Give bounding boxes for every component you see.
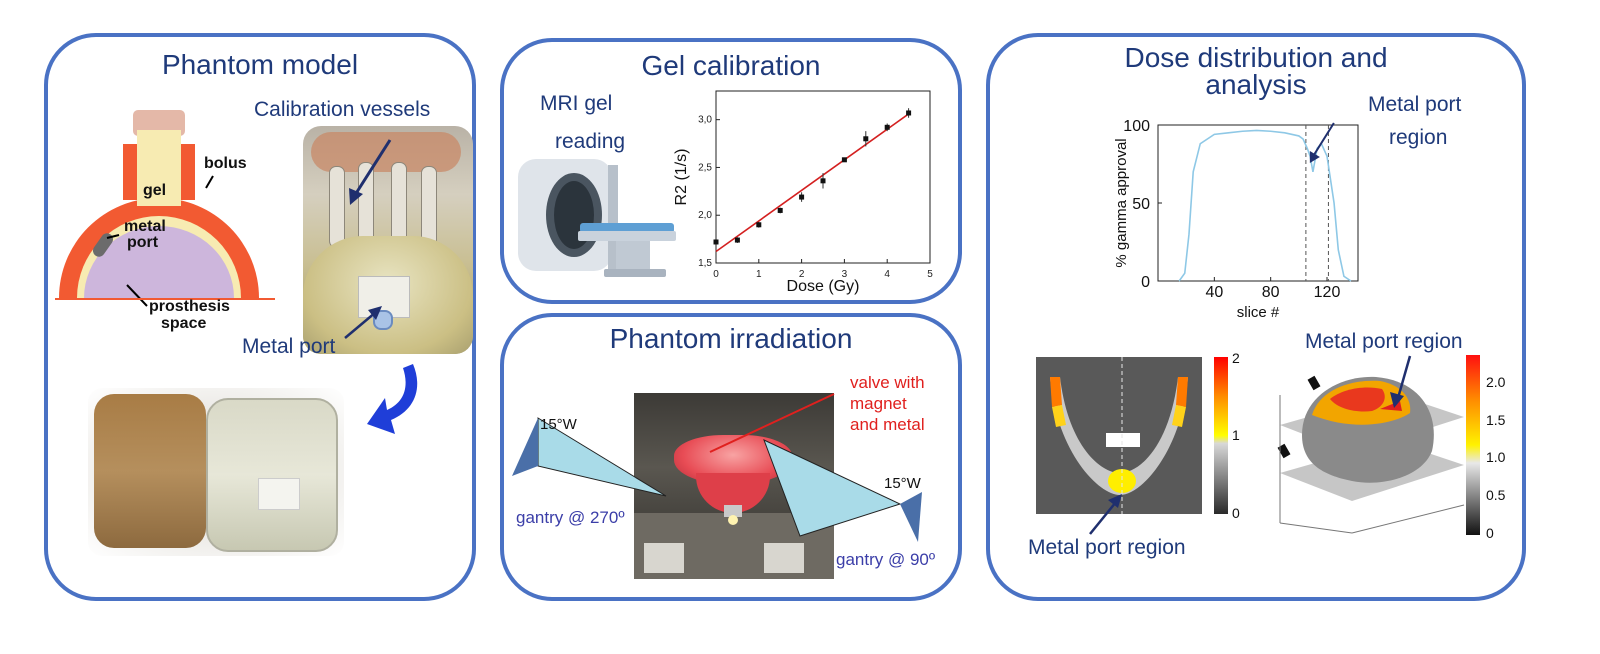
- x-tick-label: 0: [713, 269, 719, 280]
- mri-label-line1: MRI gel: [540, 92, 613, 115]
- dose-map: [1036, 357, 1228, 514]
- colorbar-left-tick-0: 0: [1232, 505, 1240, 521]
- beam-gantry-90: [763, 439, 922, 542]
- x-tick-label: 120: [1314, 284, 1341, 301]
- colorbar-left-tick-1: 1: [1232, 427, 1240, 443]
- y-tick-label: 50: [1132, 196, 1150, 213]
- x-tick-label: 2: [799, 269, 805, 280]
- metal-port-label-line1: metal: [124, 218, 166, 235]
- phantom-schematic: [55, 110, 275, 307]
- data-point: [841, 157, 847, 163]
- metal-port-region-top-line1: Metal port: [1368, 93, 1462, 116]
- fit-line: [715, 113, 910, 253]
- data-point: [734, 237, 740, 243]
- colorbar-right: [1466, 355, 1480, 535]
- region-arrow: [1313, 122, 1335, 156]
- data-point: [777, 207, 783, 213]
- colorbar-left-tick-2: 2: [1232, 350, 1240, 366]
- region-arrow-head: [1309, 151, 1320, 163]
- x-tick-label: 4: [884, 269, 890, 280]
- phantom-cap: [133, 110, 185, 136]
- x-axis-label: Dose (Gy): [787, 278, 860, 295]
- data-point: [756, 222, 762, 228]
- bolus-leader: [205, 175, 214, 189]
- mri-scanner-icon: [518, 159, 676, 277]
- panel-title: Phantom irradiation: [609, 323, 853, 354]
- metal-port-region-top-line2: region: [1389, 126, 1448, 149]
- x-tick-label: 3: [842, 269, 848, 280]
- data-point: [713, 239, 719, 245]
- colorbar-right-tick-2.0: 2.0: [1486, 374, 1506, 390]
- prosthesis-space: [84, 226, 234, 298]
- metal-port-photo-label: Metal port: [242, 335, 336, 358]
- x-tick-label: 5: [927, 269, 933, 280]
- gamma-series-line: [1178, 129, 1352, 282]
- x-tick-label: 1: [756, 269, 762, 280]
- gantry-90-label: gantry @ 90º: [836, 550, 936, 569]
- y-tick-label: 3,0: [698, 115, 712, 126]
- angle-label-right: 15°W: [884, 475, 921, 492]
- prosthesis-label-line2: space: [161, 315, 207, 332]
- valve-label-line2: magnet: [850, 394, 907, 413]
- dose-3d-render: [1277, 375, 1465, 534]
- prosthesis-label-line1: prosthesis: [149, 298, 230, 315]
- data-point: [799, 194, 805, 200]
- x-tick-label: 40: [1205, 284, 1223, 301]
- panel-title: Phantom model: [161, 49, 359, 80]
- gel-neck: [137, 130, 181, 206]
- data-point: [906, 110, 912, 116]
- y-tick-label: 100: [1123, 118, 1150, 135]
- colorbar-right-tick-0: 0: [1486, 525, 1494, 541]
- metal-port-label-line2: port: [127, 234, 159, 251]
- gel-cylinders-photo: [88, 388, 344, 556]
- y-tick-label: 2,0: [698, 210, 712, 221]
- dose-map-arrow: [1089, 494, 1122, 535]
- panel-title: Gel calibration: [641, 50, 821, 81]
- gamma-chart: 40 80 120 0 50 100 slice # % gamma approval: [1113, 118, 1359, 321]
- y-tick-label: 2,5: [698, 162, 712, 173]
- data-point: [863, 136, 869, 142]
- bolus-label: bolus: [204, 155, 247, 172]
- calibration-vessels-photo: [303, 126, 473, 354]
- gel-label: gel: [143, 182, 167, 199]
- metal-port: [92, 233, 114, 257]
- y-axis-label: % gamma approval: [1113, 138, 1130, 267]
- panel-title-line1: Dose distribution and: [1124, 42, 1388, 73]
- y-tick-label: 1,5: [698, 258, 712, 269]
- mri-label-line2: reading: [555, 130, 626, 153]
- colorbar-right-tick-0.5: 0.5: [1486, 487, 1506, 503]
- curved-arrow-icon: [367, 364, 418, 434]
- panel-title-line2: analysis: [1205, 69, 1307, 100]
- data-point: [884, 124, 890, 130]
- beam-gantry-270: [512, 417, 667, 497]
- data-point: [820, 178, 826, 184]
- dose-3d-arrow: [1390, 355, 1412, 408]
- y-tick-label: 0: [1141, 274, 1150, 291]
- angle-label-left: 15°W: [540, 416, 577, 433]
- colorbar-right-tick-1.0: 1.0: [1486, 449, 1506, 465]
- x-tick-label: 80: [1262, 284, 1280, 301]
- metal-port-region-right: Metal port region: [1305, 330, 1463, 353]
- metal-port-region-bottom: Metal port region: [1028, 536, 1186, 559]
- prosthesis-leader: [126, 284, 148, 307]
- calibration-arrow: [349, 139, 392, 205]
- gantry-270-label: gantry @ 270º: [516, 508, 625, 527]
- valve-pointer-line: [709, 393, 835, 453]
- plot-frame: [715, 90, 931, 264]
- metal-port-arrow: [344, 306, 382, 339]
- port-leader: [106, 234, 120, 239]
- y-axis-label: R2 (1/s): [673, 149, 690, 206]
- calibration-vessels-label: Calibration vessels: [254, 98, 431, 121]
- x-axis-label: slice #: [1237, 304, 1280, 321]
- valve-label-line3: and metal: [850, 415, 925, 434]
- valve-label-line1: valve with: [850, 373, 925, 392]
- colorbar-right-tick-1.5: 1.5: [1486, 412, 1506, 428]
